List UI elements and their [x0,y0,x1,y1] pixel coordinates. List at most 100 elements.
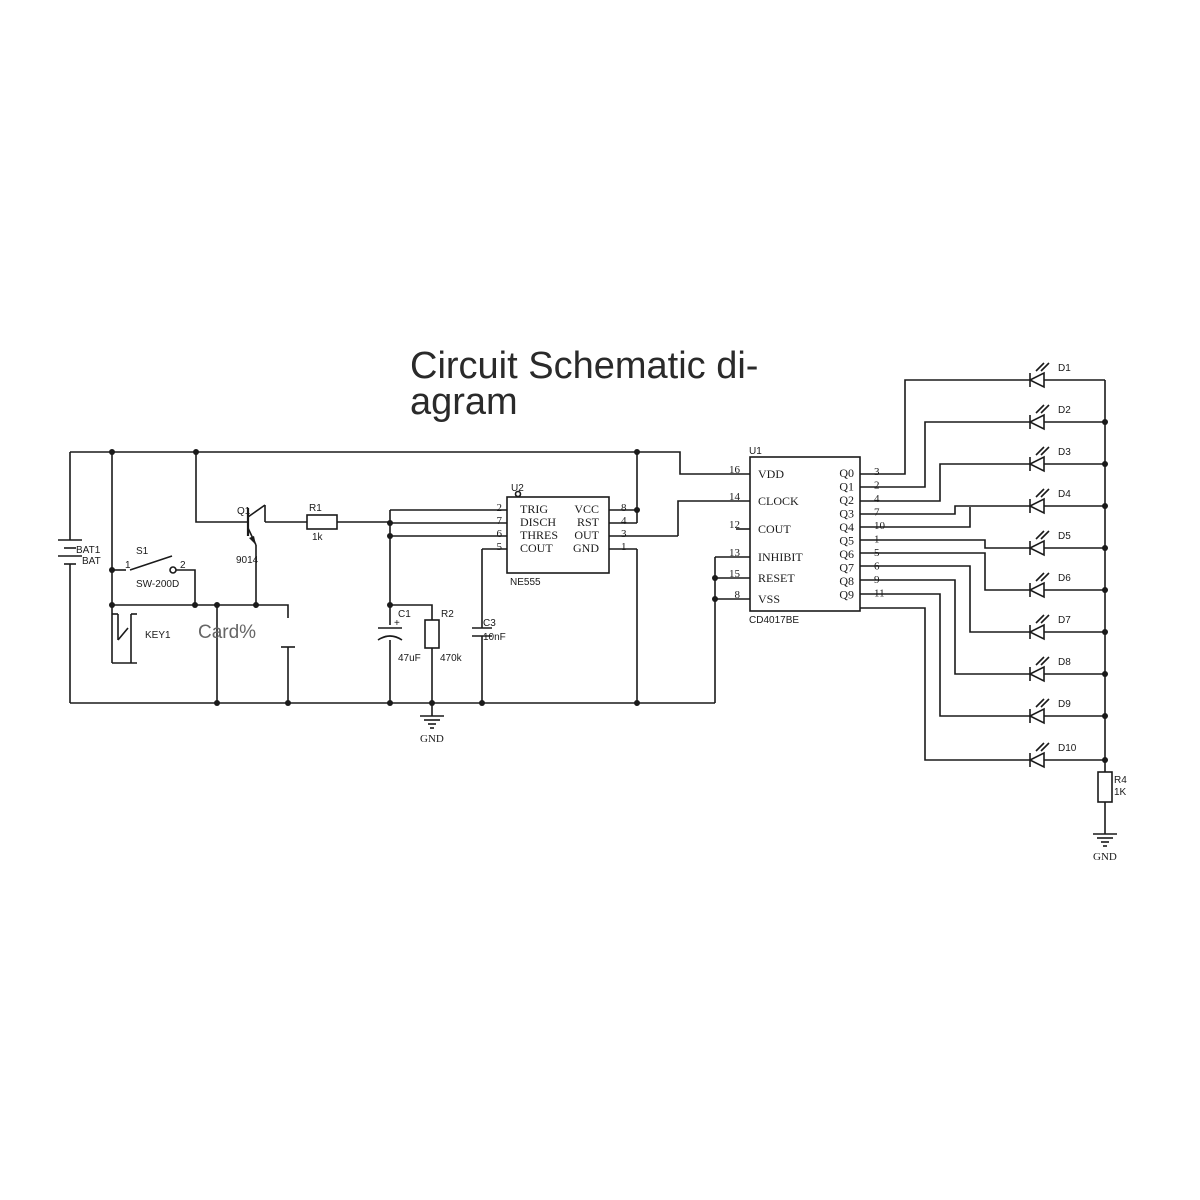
r4-value-label: 1K [1114,787,1127,798]
key1-ref-label: KEY1 [145,630,171,641]
led-d4: D4 [1028,488,1071,515]
led-d7: D7 [1028,614,1071,641]
c3-ref-label: C3 [483,618,496,629]
battery-bat1 [58,535,82,578]
timer-wiring [389,452,722,703]
led-arrow [1040,362,1050,372]
led-arrow [1035,488,1045,498]
cd4017-pin-name: Q0 [839,466,854,480]
led-d2: D2 [1028,404,1071,431]
gnd-label-1: GND [420,733,444,745]
cd4017-pin-name: Q2 [839,493,854,507]
r2-value-label: 470k [440,653,463,664]
ne555-pin-name: OUT [574,528,599,542]
led-d6: D6 [1028,572,1071,599]
cd4017-pin-number: 16 [729,464,741,476]
capacitor-c3 [472,627,492,637]
c1-ref-label: C1 [398,609,411,620]
led-arrow [1035,698,1045,708]
cd4017-pin-name: COUT [758,522,791,536]
led-arrow [1035,404,1045,414]
cd4017-pin-name: Q4 [839,520,854,534]
led-label: D10 [1058,743,1077,754]
q1-value-label: 9014 [236,555,259,566]
cd4017-pin-number: 4 [874,493,880,505]
led-d5: D5 [1028,530,1071,557]
led-triangle [1028,497,1045,515]
led-arrow [1035,530,1045,540]
cd4017-pin-number: 7 [874,507,880,519]
led-d10: D10 [1028,742,1077,769]
ne555-pin-number: 4 [621,515,627,527]
cd4017-pin-number: 3 [874,466,880,478]
led-arrow [1040,530,1050,540]
cd4017-pin-name: Q6 [839,547,854,561]
ne555-pin-name: TRIG [520,502,548,516]
led-label: D3 [1058,447,1071,458]
component-labels: BAT1 BAT S1 1 2 SW-200D KEY1 Card% Q1 90… [76,446,1127,863]
led-arrow [1035,614,1045,624]
s1-pin2-label: 2 [180,560,186,571]
cd4017-pin-name: VDD [758,467,784,481]
card-label: Card% [198,622,256,643]
led-arrow [1040,488,1050,498]
cd4017-pin-number: 2 [874,480,880,492]
r4-ref-label: R4 [1114,775,1127,786]
capacitor-c1: + [377,618,403,641]
led-arrow [1040,742,1050,752]
power-wiring [69,451,722,704]
cd4017-pin-number: 14 [729,491,741,503]
cd4017-pin-number: 9 [874,574,880,586]
led-triangle [1028,623,1045,641]
cd4017-pin-name: Q9 [839,588,854,602]
transistor-q1 [246,504,266,546]
led-d9: D9 [1028,698,1071,725]
led-triangle [1028,539,1045,557]
resistor-r2 [424,619,440,649]
ne555-pin-name: THRES [520,528,558,542]
led-arrow [1035,656,1045,666]
gnd-label-2: GND [1093,851,1117,863]
cd4017-pin-number: 5 [874,547,880,559]
led-arrow [1035,572,1045,582]
cd4017-pin-number: 12 [729,519,740,531]
led-arrow [1040,446,1050,456]
c1-value-label: 47uF [398,653,421,664]
cd4017-pin-name: INHIBIT [758,550,803,564]
led-label: D1 [1058,363,1071,374]
bat-value-label: BAT [82,556,101,567]
cd4017-pin-name: Q5 [839,534,854,548]
cd4017-pin-name: Q8 [839,574,854,588]
cd4017-pin-number: 8 [735,589,741,601]
ne555-pin-name: GND [573,541,599,555]
cd4017-pin-number: 13 [729,547,741,559]
r2-ref-label: R2 [441,609,454,620]
junction-dots [109,419,1108,763]
diagram-title: Circuit Schematic di- agram [410,345,759,423]
ne555-pin-number: 5 [497,541,503,553]
ground-symbol-1 [420,703,444,729]
cd4017-pin-name: Q1 [839,480,854,494]
ne555-pin-name: RST [577,515,600,529]
led-d8: D8 [1028,656,1071,683]
s1-ref-label: S1 [136,546,149,557]
led-label: D2 [1058,405,1071,416]
s1-pin1-label: 1 [125,560,131,571]
led-label: D6 [1058,573,1071,584]
s1-value-label: SW-200D [136,579,179,590]
led-arrow [1035,446,1045,456]
cd4017-pin-number: 10 [874,520,886,532]
led-arrow [1040,656,1050,666]
cd4017-pin-number: 1 [874,534,880,546]
c3-value-label: 10nF [483,632,506,643]
led-output-wiring [860,379,1117,847]
led-label: D5 [1058,531,1071,542]
led-arrow [1040,698,1050,708]
q1-ref-label: Q1 [237,506,251,517]
ne555-chip [482,490,678,574]
led-arrow [1035,742,1045,752]
led-triangle [1028,455,1045,473]
ne555-pin-name: DISCH [520,515,556,529]
led-triangle [1028,751,1045,769]
